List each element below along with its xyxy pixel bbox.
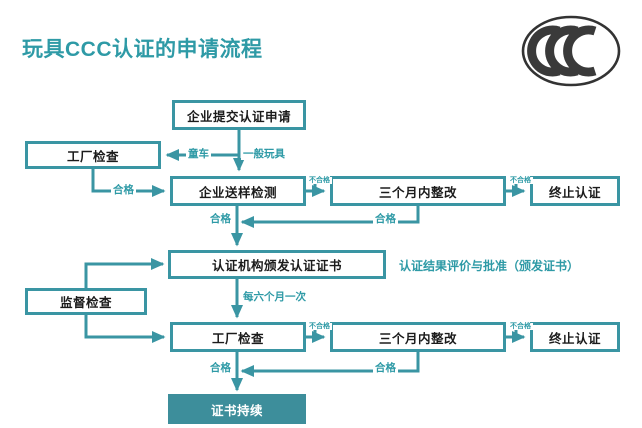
edge-label-pass-1: 合格: [111, 184, 136, 196]
edge-label-pass-5: 合格: [373, 362, 398, 374]
ccc-logo-oval: [521, 15, 621, 87]
edge-label-fail-4: 不合格: [508, 323, 533, 330]
node-rectify2[interactable]: 三个月内整改: [330, 322, 506, 352]
node-submit[interactable]: 企业提交认证申请: [172, 100, 306, 130]
edge-label-pass-2: 合格: [208, 213, 233, 225]
edge-label-fail-2: 不合格: [508, 177, 533, 184]
edge-label-every-6-month: 每六个月一次: [241, 291, 308, 303]
edge-supervise-to-factory2: [84, 315, 166, 343]
node-continue[interactable]: 证书持续: [168, 394, 306, 424]
edge-label-stroller: 童车: [186, 148, 211, 160]
node-terminate1[interactable]: 终止认证: [530, 176, 620, 206]
edge-supervise-to-issue: [84, 258, 165, 288]
node-supervise[interactable]: 监督检查: [25, 288, 147, 315]
node-sample[interactable]: 企业送样检测: [170, 176, 306, 206]
edge-rectify2-pass-to-continue: [240, 352, 420, 377]
ccc-logo-c3: [563, 25, 597, 77]
node-factory1[interactable]: 工厂检查: [25, 141, 161, 169]
ccc-logo-c1: [527, 25, 561, 77]
edge-label-pass-4: 合格: [208, 362, 233, 374]
node-factory2[interactable]: 工厂检查: [170, 322, 306, 352]
ccc-logo-icon: [521, 15, 621, 87]
page-title: 玩具CCC认证的申请流程: [22, 38, 263, 61]
edge-rectify1-pass-to-issue: [240, 206, 420, 228]
ccc-logo-c2: [545, 25, 579, 77]
node-rectify1[interactable]: 三个月内整改: [330, 176, 506, 206]
annotation-result-eval: 认证结果评价与批准（颁发证书）: [399, 259, 580, 273]
edge-label-fail-1: 不合格: [307, 177, 332, 184]
edge-factory1-pass-to-sample: [91, 169, 166, 197]
edge-label-fail-3: 不合格: [307, 323, 332, 330]
node-terminate2[interactable]: 终止认证: [530, 322, 620, 352]
node-issue[interactable]: 认证机构颁发认证证书: [168, 250, 386, 279]
edge-label-pass-3: 合格: [373, 213, 398, 225]
edge-label-general-toy: 一般玩具: [241, 148, 287, 160]
